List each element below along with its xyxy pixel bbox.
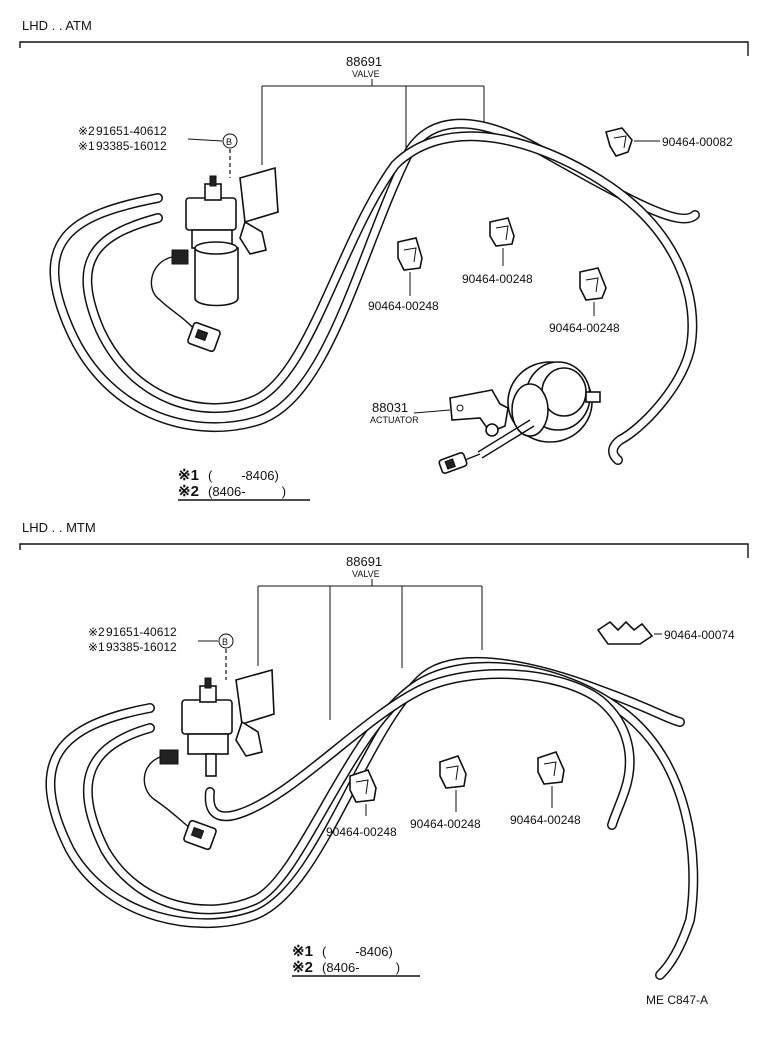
variant-2-part-atm: 93385-16012 bbox=[96, 139, 167, 153]
vsv-valve-icon bbox=[171, 166, 279, 307]
clip-icon bbox=[439, 755, 467, 789]
clip-icon bbox=[537, 751, 565, 785]
variant-1-part-atm: 91651-40612 bbox=[96, 124, 167, 138]
clip-1-part-atm: 90464-00248 bbox=[368, 299, 439, 313]
connector-icon bbox=[438, 452, 468, 474]
variant-2-mark-mtm: ※1 bbox=[88, 640, 105, 654]
connector-icon bbox=[187, 321, 221, 353]
legend-2-mark-mtm: ※2 bbox=[292, 959, 313, 976]
legend-2-text-mtm: (8406- ) bbox=[322, 960, 400, 975]
clip-3-part-mtm: 90464-00248 bbox=[510, 813, 581, 827]
valve-label-atm: VALVE bbox=[352, 69, 380, 79]
callout-b-mtm: B bbox=[218, 633, 234, 649]
hose-icon bbox=[45, 656, 699, 980]
legend-1-text-atm: ( -8406) bbox=[208, 468, 279, 483]
clip-3-part-atm: 90464-00248 bbox=[549, 321, 620, 335]
valve-leader-atm bbox=[261, 79, 485, 165]
section-title-mtm: LHD . . MTM bbox=[22, 520, 96, 535]
legend-1-mark-mtm: ※1 bbox=[292, 943, 313, 960]
clip-icon bbox=[596, 620, 654, 645]
legend-1-text-mtm: ( -8406) bbox=[322, 944, 393, 959]
actuator-icon bbox=[449, 361, 601, 459]
actuator-part-no: 88031 bbox=[372, 400, 408, 415]
section-bracket-atm bbox=[19, 41, 749, 56]
clip-2-part-mtm: 90464-00248 bbox=[410, 817, 481, 831]
variant-1-part-mtm: 91651-40612 bbox=[106, 625, 177, 639]
actuator-label: ACTUATOR bbox=[370, 415, 419, 425]
valve-label-mtm: VALVE bbox=[352, 569, 380, 579]
clip-2-part-atm: 90464-00248 bbox=[462, 272, 533, 286]
valve-part-no-atm: 88691 bbox=[346, 54, 382, 69]
clip-icon bbox=[349, 769, 377, 803]
legend-2-text-atm: (8406- ) bbox=[208, 484, 286, 499]
section-bracket-mtm bbox=[19, 543, 749, 558]
clip-top-part-atm: 90464-00082 bbox=[662, 135, 733, 149]
clip-icon bbox=[579, 267, 607, 301]
variant-1-mark-mtm: ※2 bbox=[88, 625, 105, 639]
clip-icon bbox=[489, 217, 515, 247]
hose-icon bbox=[49, 118, 700, 465]
variant-1-mark-atm: ※2 bbox=[78, 124, 95, 138]
valve-leader-mtm bbox=[257, 579, 483, 720]
clip-1-part-mtm: 90464-00248 bbox=[326, 825, 397, 839]
callout-b-atm: B bbox=[222, 133, 238, 149]
footer-code: ME C847-A bbox=[646, 993, 708, 1007]
clip-icon bbox=[397, 237, 423, 271]
legend-2-mark-atm: ※2 bbox=[178, 483, 199, 500]
connector-icon bbox=[183, 819, 217, 851]
section-title-atm: LHD . . ATM bbox=[22, 18, 92, 33]
section-mtm: LHD . . MTM 88691 VALVE ※2 91651-40612 ※… bbox=[19, 520, 749, 980]
svg-text:B: B bbox=[226, 137, 232, 147]
section-atm: LHD . . ATM 88691 VALVE ※2 91651-40612 ※… bbox=[19, 18, 749, 501]
variant-2-mark-atm: ※1 bbox=[78, 139, 95, 153]
clip-icon bbox=[605, 127, 633, 157]
vsv-valve-icon bbox=[159, 668, 275, 777]
clip-top-part-mtm: 90464-00074 bbox=[664, 628, 735, 642]
svg-text:B: B bbox=[222, 637, 228, 647]
variant-2-part-mtm: 93385-16012 bbox=[106, 640, 177, 654]
valve-part-no-mtm: 88691 bbox=[346, 554, 382, 569]
legend-1-mark-atm: ※1 bbox=[178, 467, 199, 484]
